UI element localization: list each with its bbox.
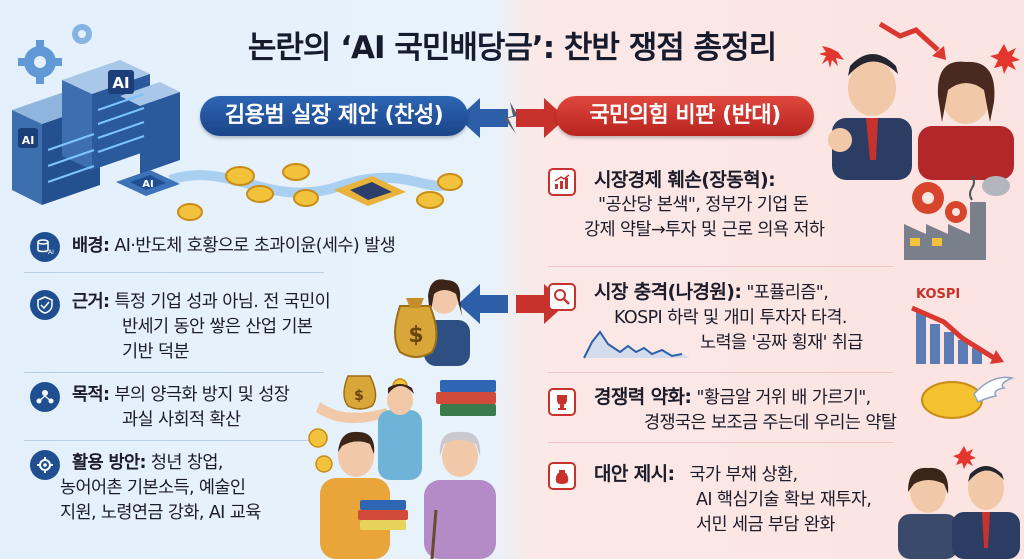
money-bag-icon <box>548 462 576 490</box>
divider <box>24 440 324 441</box>
gear-icon <box>912 182 967 223</box>
grandmother-figure <box>424 431 496 559</box>
right-point-market-economy: 시장경제 훼손(장동혁): "공산당 본색", 정부가 기업 돈 강제 약탈→투… <box>584 169 825 240</box>
con-side-banner: 국민의힘 비판 (반대) <box>556 96 814 136</box>
books-stack-icon <box>436 380 496 416</box>
coin-icon <box>177 163 463 221</box>
dollar-sign: $ <box>408 323 423 348</box>
worried-politicians-illustration <box>898 446 1020 559</box>
growth-chart-icon <box>548 168 576 196</box>
server-ai-label: AI <box>22 134 35 147</box>
gold-chip-icon <box>334 176 406 206</box>
politician-man-figure <box>828 54 912 180</box>
young-man-figure <box>378 384 422 480</box>
left-point-background: 배경: AI·반도체 호황으로 초과이윤(세수) 발생 <box>72 236 396 256</box>
kospi-label: KOSPI <box>916 287 960 302</box>
divider <box>24 372 324 373</box>
versus-arrows <box>458 98 566 138</box>
divider <box>548 266 893 267</box>
gear-settings-icon <box>30 450 60 480</box>
money-bag-icon <box>343 375 377 410</box>
politicians-illustration <box>820 21 1020 180</box>
family-with-books-illustration: $ <box>308 375 496 559</box>
ai-database-icon: AI <box>30 232 60 262</box>
server-rack-icon <box>12 60 180 205</box>
angry-man-figure <box>952 466 1020 559</box>
divider <box>548 442 893 443</box>
gear-icon <box>18 40 62 84</box>
divider <box>24 272 324 273</box>
magnifier-chart-icon <box>548 283 576 311</box>
divider <box>548 372 893 373</box>
left-point-usage: 활용 방안: 청년 창업, 농어어촌 기본소득, 예술인 지원, 노령연금 강화… <box>60 453 261 523</box>
pro-side-banner: 김용범 실장 제안 (찬성) <box>200 96 468 136</box>
factory-gears-illustration <box>904 175 1010 260</box>
shield-check-icon <box>30 290 60 320</box>
anger-icon <box>953 446 976 469</box>
chip-ai-label: AI <box>142 179 153 190</box>
anger-icon <box>990 44 1020 74</box>
left-point-purpose: 목적: 부의 양극화 방지 및 성장 과실 사회적 확산 <box>72 385 290 430</box>
trophy-icon <box>548 388 576 416</box>
people-network-icon <box>30 382 60 412</box>
politician-woman-figure <box>918 61 1014 180</box>
worried-woman-figure <box>898 467 958 559</box>
gear-icon <box>72 24 92 44</box>
right-point-alternative: 대안 제시: 국가 부채 상환, AI 핵심기술 확보 재투자, 서민 세금 부… <box>594 463 872 535</box>
price-drop-sparkline <box>583 330 690 359</box>
woman-with-money-bag-illustration: $ <box>394 279 470 366</box>
right-point-market-shock: 시장 충격(나경원): "포퓰리즘", KOSPI 하락 및 개미 투자자 타격… <box>594 281 863 353</box>
chips-and-coins-illustration: AI <box>116 163 463 221</box>
left-point-basis: 근거: 특정 기업 성과 아님. 전 국민이 반세기 동안 쌓은 산업 기본 기… <box>72 292 331 362</box>
bar-icon <box>916 312 982 364</box>
ai-chip-icon: AI <box>116 170 180 196</box>
server-ai-label: AI <box>112 74 129 92</box>
dollar-sign: $ <box>354 388 364 404</box>
right-point-competitiveness: 경쟁력 약화: "황금알 거위 배 가르기", 경쟁국은 보조금 주는데 우리는… <box>594 386 897 433</box>
anger-icon <box>820 46 844 68</box>
money-bag-icon <box>394 298 438 358</box>
page-title: 논란의 ‘AI 국민배당금’: 찬반 쟁점 총정리 <box>247 30 777 66</box>
man-with-books-figure <box>320 431 408 559</box>
golden-egg-with-wing-illustration <box>921 376 1015 419</box>
ai-server-illustration: AI AI <box>12 24 180 205</box>
svg-text:AI: AI <box>48 249 54 256</box>
kospi-falling-chart: KOSPI <box>910 287 1004 364</box>
